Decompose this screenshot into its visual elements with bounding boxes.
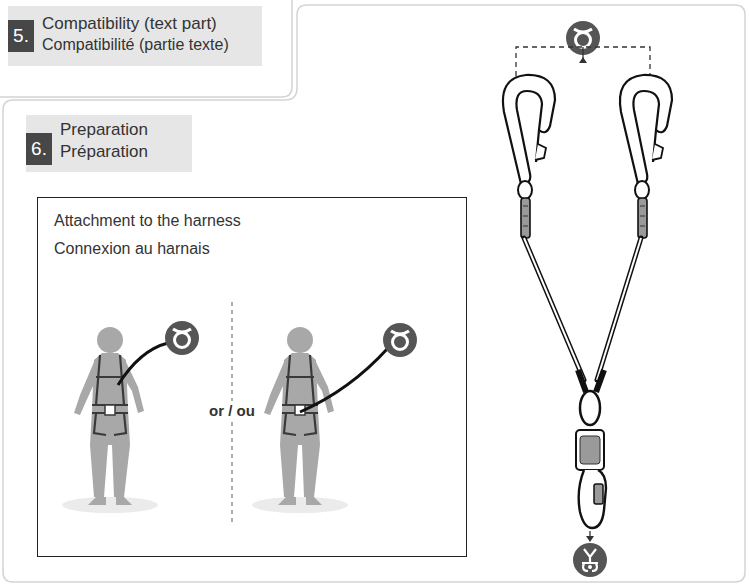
section-tab: 5. Compatibility (text part) Compatibilité…: [8, 6, 262, 66]
section-title: Préparation: [60, 142, 148, 162]
box-heading: Attachment to the harness: [54, 212, 241, 230]
section-title: Preparation: [60, 120, 148, 140]
section-number: 5.: [8, 20, 34, 52]
or-label: or / ou: [206, 401, 258, 420]
instruction-box: Attachment to the harnessConnexion au ha…: [37, 197, 467, 557]
box-heading: Connexion au harnais: [54, 240, 210, 258]
section-title: Compatibilité (partie texte): [42, 36, 229, 54]
section-number: 6.: [26, 133, 52, 165]
section-panel: 6. PreparationPréparationAttachment to th…: [3, 100, 745, 582]
section-title: Compatibility (text part): [42, 14, 217, 34]
